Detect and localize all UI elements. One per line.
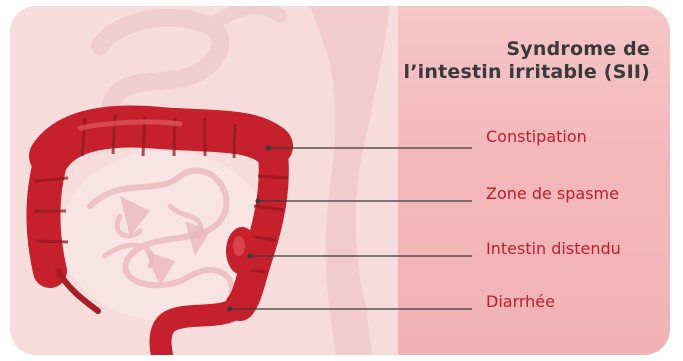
label-diarrhee: Diarrhée xyxy=(486,292,555,311)
upper-tract xyxy=(210,7,280,26)
label-zone-de-spasme: Zone de spasme xyxy=(486,184,619,203)
illustration-card: Syndrome de l’intestin irritable (SII) C… xyxy=(10,6,670,355)
title-line-1: Syndrome de xyxy=(350,38,650,61)
label-constipation: Constipation xyxy=(486,127,587,146)
title-line-2: l’intestin irritable (SII) xyxy=(350,61,650,84)
diagram-title: Syndrome de l’intestin irritable (SII) xyxy=(350,38,650,84)
label-intestin-distendu: Intestin distendu xyxy=(486,239,621,258)
